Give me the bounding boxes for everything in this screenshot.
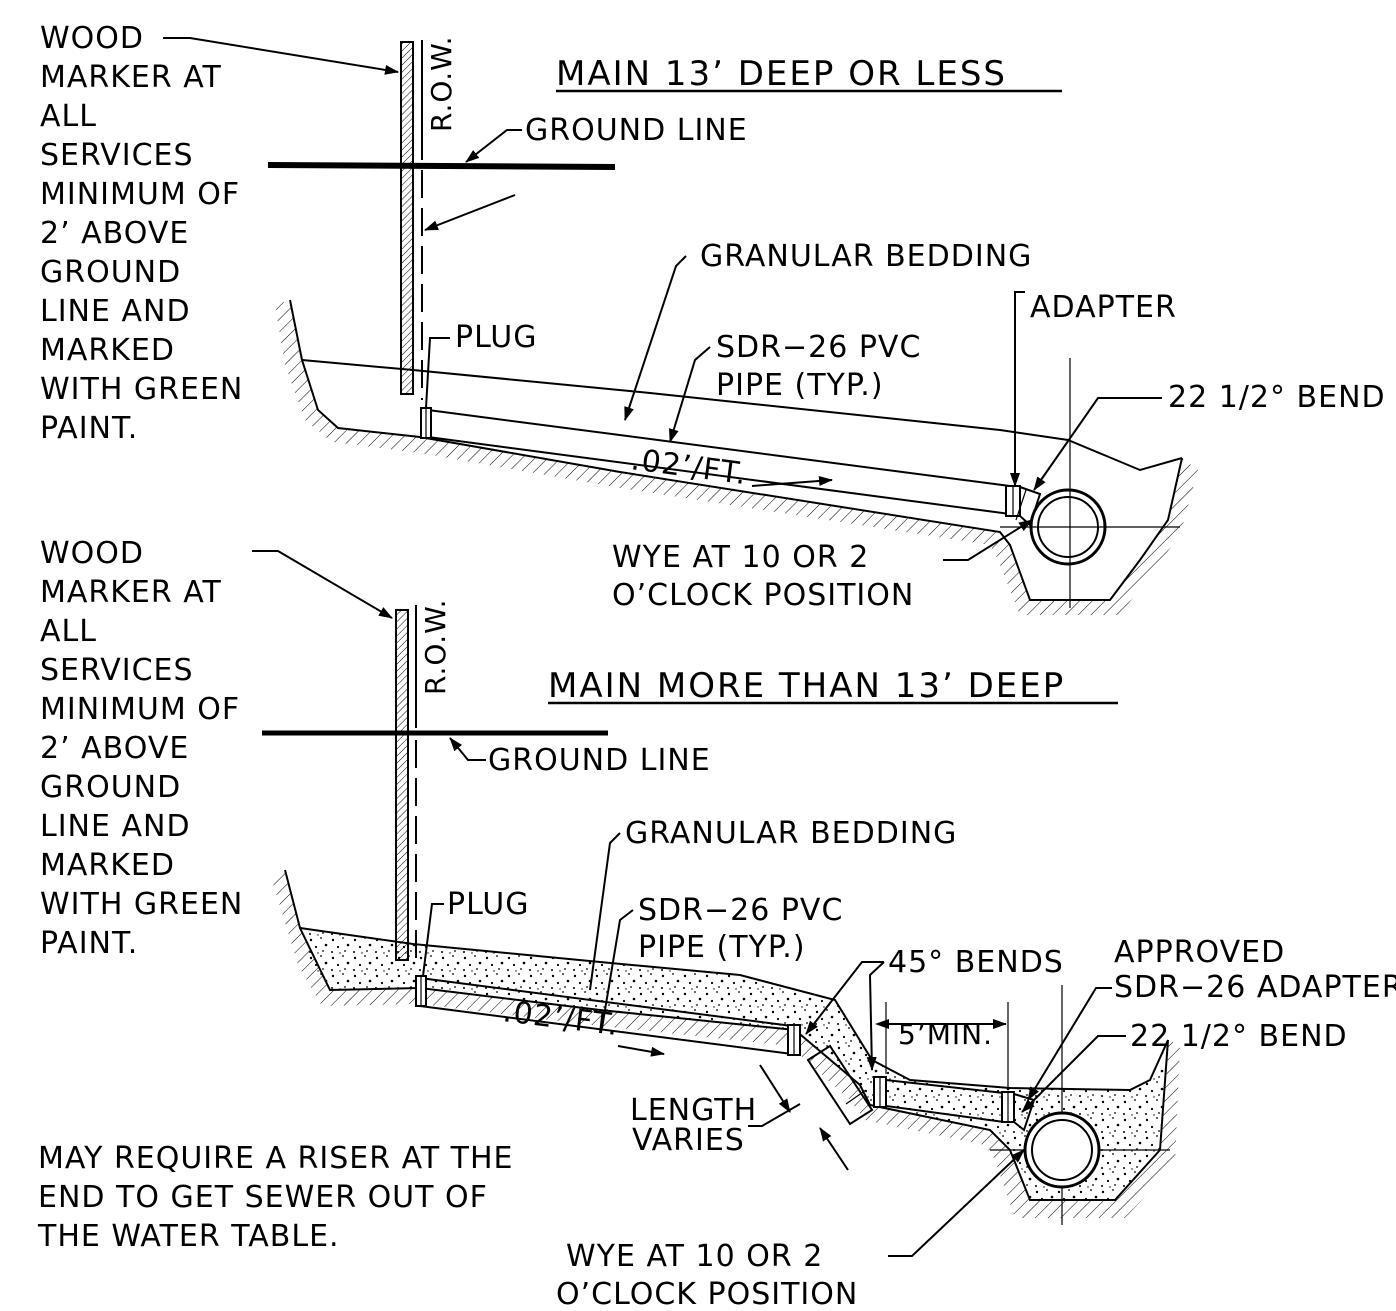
- top-trench-outline: [289, 299, 1183, 601]
- bottom-marker-note-line: 2’ ABOVE: [40, 731, 189, 766]
- bottom-marker-note-line: WOOD: [40, 536, 144, 571]
- top-pipe-lower: [427, 436, 1011, 515]
- bottom-pipe-leader: [601, 909, 634, 1029]
- bottom-wye-leader: [888, 1149, 1025, 1257]
- bottom-45-bends-leader-2: [866, 961, 885, 1071]
- bottom-wye-label-2: O’CLOCK POSITION: [556, 1277, 858, 1311]
- bottom-length-varies-arrow-1: [759, 1064, 791, 1113]
- top-adapter-leader: [1010, 291, 1025, 487]
- top-marker-note-line: LINE AND: [40, 294, 191, 329]
- top-marker-note-line: GROUND: [40, 255, 181, 290]
- bottom-pipe-label-2: PIPE (TYP.): [638, 930, 806, 965]
- bottom-riser-note-line: END TO GET SEWER OUT OF: [38, 1180, 488, 1215]
- bottom-ground-line-label: GROUND LINE: [488, 743, 711, 778]
- bottom-adapter-label-2: SDR−26 ADAPTER: [1114, 970, 1396, 1005]
- top-wye-label-1: WYE AT 10 OR 2: [612, 540, 869, 575]
- top-marker-note-line: WITH GREEN: [40, 372, 243, 407]
- bottom-adapter-label-1: APPROVED: [1114, 935, 1285, 970]
- bottom-ground-line-leader: [449, 737, 486, 761]
- bottom-bend-leader: [1021, 1035, 1126, 1113]
- bottom-plug-label: PLUG: [447, 887, 530, 922]
- top-adapter-label: ADAPTER: [1030, 290, 1177, 325]
- bottom-adapter-leader: [1027, 987, 1112, 1101]
- bottom-length-varies-arrow-2: [819, 1127, 849, 1171]
- bottom-length-varies-label-1: LENGTH: [630, 1093, 757, 1128]
- bottom-angled-pipe: [806, 1044, 874, 1126]
- top-marker-note: WOOD MARKER AT ALL SERVICES MINIMUM OF 2…: [40, 21, 243, 446]
- bottom-marker-note-line: WITH GREEN: [40, 887, 243, 922]
- bottom-bedding-fill: [300, 928, 1168, 1200]
- top-slope-arrow: [751, 475, 833, 487]
- bottom-marker-note-line: MARKER AT: [40, 575, 222, 610]
- bottom-plug-leader: [422, 903, 444, 977]
- top-bend-label: 22 1/2° BEND: [1168, 380, 1386, 415]
- bottom-marker-note-line: ALL: [40, 614, 97, 649]
- top-marker-note-line: MARKED: [40, 333, 175, 368]
- bottom-marker-note-line: PAINT.: [40, 926, 138, 961]
- top-marker-note-line: MINIMUM OF: [40, 177, 240, 212]
- bottom-bend: [1013, 1093, 1036, 1132]
- bottom-pipe-label-1: SDR−26 PVC: [638, 893, 843, 928]
- bottom-wye-label-1: WYE AT 10 OR 2: [566, 1239, 823, 1274]
- bottom-title: MAIN MORE THAN 13’ DEEP: [548, 666, 1065, 706]
- top-ground-line: [267, 162, 616, 170]
- top-title: MAIN 13’ DEEP OR LESS: [556, 54, 1007, 94]
- bottom-bend-label: 22 1/2° BEND: [1130, 1019, 1348, 1054]
- top-pipe-label-1: SDR−26 PVC: [716, 330, 921, 365]
- top-pipe-leader: [669, 346, 711, 443]
- bottom-marker-leader: [252, 550, 393, 619]
- top-marker-note-line: MARKER AT: [40, 60, 222, 95]
- top-marker-note-line: 2’ ABOVE: [40, 216, 189, 251]
- top-granular-bedding-leader: [624, 255, 687, 421]
- top-pipe-upper: [427, 409, 1011, 487]
- bottom-marker-note-line: LINE AND: [40, 809, 191, 844]
- bottom-pipe-lower: [419, 1005, 793, 1055]
- bottom-slope-arrow: [617, 1045, 665, 1057]
- bottom-marker-note-line: GROUND: [40, 770, 181, 805]
- top-ground-line-leader: [465, 129, 522, 163]
- bottom-45-bends-leader-1: [805, 961, 884, 1035]
- bottom-row-label: R.O.W.: [419, 598, 452, 695]
- bottom-marker-note-line: MARKED: [40, 848, 175, 883]
- top-wye-label-2: O’CLOCK POSITION: [612, 578, 914, 613]
- bottom-length-varies-label-2: VARIES: [632, 1123, 745, 1158]
- top-granular-bedding-label: GRANULAR BEDDING: [700, 239, 1032, 274]
- top-ground-line-label: GROUND LINE: [525, 113, 748, 148]
- bottom-riser-note-line: MAY REQUIRE A RISER AT THE: [38, 1141, 514, 1176]
- top-marker-leader: [163, 37, 399, 75]
- bottom-granular-bedding-label: GRANULAR BEDDING: [625, 816, 957, 851]
- top-row-label: R.O.W.: [425, 35, 458, 132]
- top-wye-leader: [943, 519, 1033, 561]
- bottom-45-bends-label: 45° BENDS: [888, 945, 1064, 980]
- top-trench-hatching: [275, 300, 1198, 615]
- bottom-pipe2-upper: [885, 1079, 1005, 1094]
- bottom-detail: WOOD MARKER AT ALL SERVICES MINIMUM OF 2…: [37, 536, 1396, 1311]
- bottom-marker-note: WOOD MARKER AT ALL SERVICES MINIMUM OF 2…: [40, 536, 243, 961]
- bottom-main-pipe-inner: [1031, 1119, 1093, 1181]
- top-plug-label: PLUG: [455, 320, 538, 355]
- bottom-granular-bedding-leader: [589, 832, 621, 991]
- bottom-main-pipe-outer: [1023, 1111, 1101, 1189]
- top-marker-note-line: WOOD: [40, 21, 144, 56]
- bottom-pipe2-lower: [885, 1105, 1005, 1123]
- bottom-min-length-label: 5’MIN.: [898, 1018, 993, 1051]
- bottom-riser-note-line: THE WATER TABLE.: [37, 1219, 340, 1254]
- top-row-leader: [424, 194, 516, 231]
- top-bedding-line: [301, 359, 1183, 472]
- bottom-marker-note-line: MINIMUM OF: [40, 692, 240, 727]
- bottom-trench-hatching: [272, 870, 1180, 1218]
- top-detail: WOOD MARKER AT ALL SERVICES MINIMUM OF 2…: [40, 21, 1386, 615]
- top-marker-note-line: ALL: [40, 99, 97, 134]
- top-plug-leader: [425, 337, 450, 409]
- top-marker-note-line: SERVICES: [40, 138, 194, 173]
- bottom-trench-outline: [284, 869, 1169, 1201]
- top-bend-leader: [1033, 397, 1162, 491]
- top-pipe-label-2: PIPE (TYP.): [716, 368, 884, 403]
- top-wood-marker: [400, 41, 414, 395]
- top-marker-note-line: PAINT.: [40, 411, 138, 446]
- bottom-marker-note-line: SERVICES: [40, 653, 194, 688]
- top-main-pipe-inner: [1037, 496, 1099, 558]
- bottom-wood-marker: [395, 609, 409, 961]
